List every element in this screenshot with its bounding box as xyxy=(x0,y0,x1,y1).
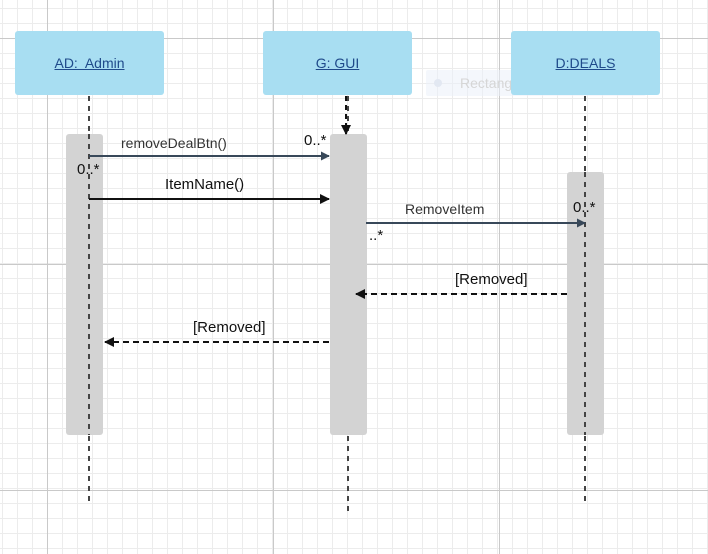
multiplicity-gui-right: ..* xyxy=(369,227,383,244)
lifeline-gui-title: G: GUI xyxy=(315,55,360,71)
multiplicity-admin-left: 0..* xyxy=(77,161,100,178)
message-item-name-label: ItemName() xyxy=(165,176,244,193)
lifeline-head-deals[interactable]: D:DEALS xyxy=(511,31,660,95)
reply-removed-deals-label: [Removed] xyxy=(455,271,528,288)
message-remove-item-label: RemoveItem xyxy=(405,201,484,217)
reply-removed-gui-label: [Removed] xyxy=(193,319,266,336)
multiplicity-deals-right: 0..* xyxy=(573,199,596,216)
lifeline-head-gui[interactable]: G: GUI xyxy=(263,31,412,95)
message-remove-deal-btn-label: removeDealBtn() xyxy=(121,135,227,151)
activation-gui xyxy=(330,134,367,435)
lifeline-deals-title: D:DEALS xyxy=(555,55,616,71)
snip-icon xyxy=(434,79,442,87)
multiplicity-gui-top: 0..* xyxy=(304,132,327,149)
lifeline-admin-title: AD: Admin xyxy=(54,55,125,71)
lifeline-head-admin[interactable]: AD: Admin xyxy=(15,31,164,95)
activation-admin xyxy=(66,134,103,435)
